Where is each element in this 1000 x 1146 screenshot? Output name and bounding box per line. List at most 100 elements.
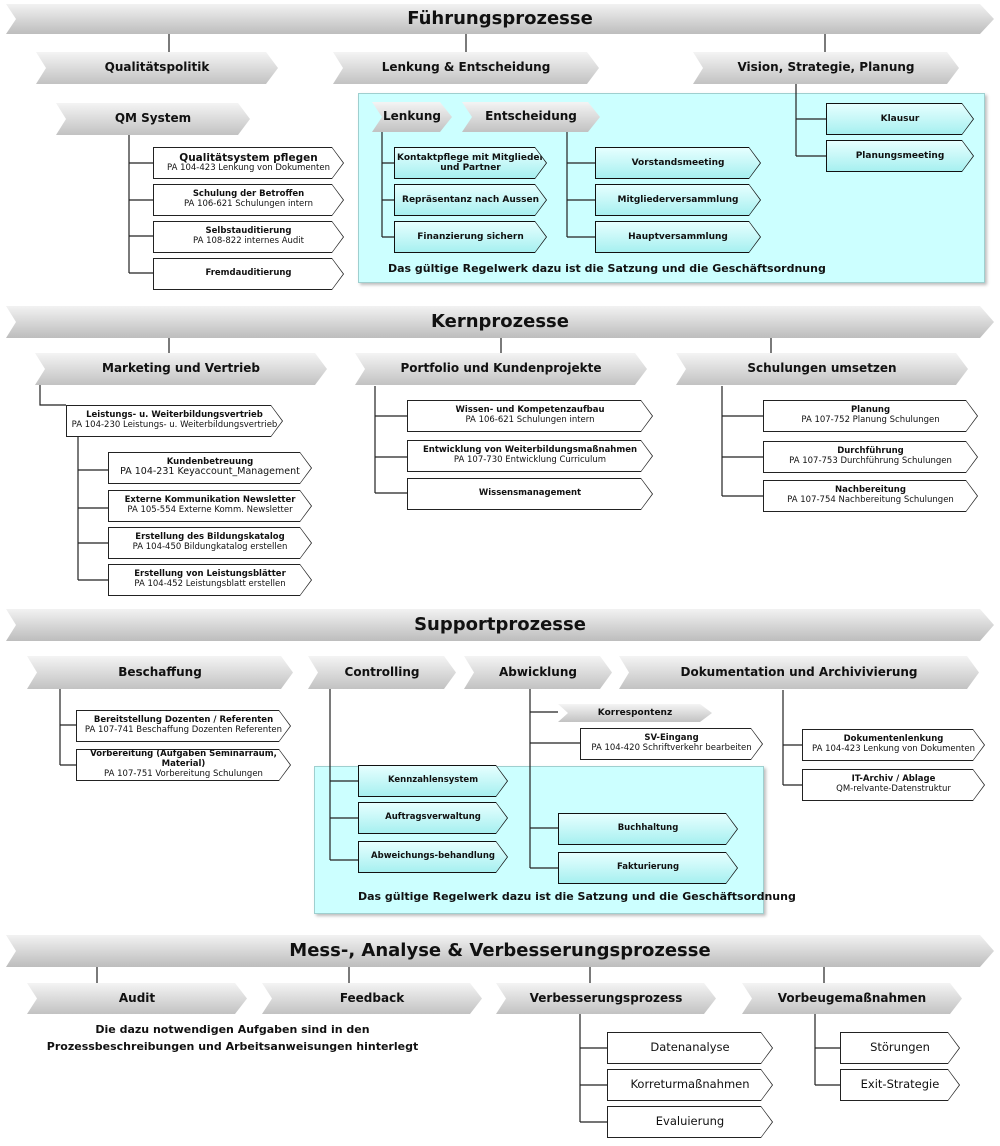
doku-item-2-sub: QM-relvante-Datenstruktur — [836, 784, 951, 794]
leistung-title: Leistungs- u. Weiterbildungsvertrieb — [86, 410, 263, 421]
beschaffung-item-2-sub: PA 107-751 Vorbereitung Schulungen — [104, 768, 263, 779]
leistung-box: Leistungs- u. Weiterbildungsvertrieb PA … — [66, 405, 283, 437]
mess-title: Mess-, Analyse & Verbesserungsprozesse — [289, 939, 711, 961]
entscheidung-chevron: Entscheidung — [462, 102, 600, 132]
controlling-label: Controlling — [344, 664, 420, 679]
lenkung-item-3-label: Finanzierung sichern — [417, 231, 524, 242]
entscheidung-item-3-label: Hauptversammlung — [628, 231, 728, 242]
qm-item-1: Qualitätsystem pflegen PA 104-423 Lenkun… — [153, 147, 344, 179]
schulungen-item-1-title: Planung — [850, 405, 891, 416]
sv-eingang-title: SV-Eingang — [644, 733, 699, 744]
qm-item-4-title: Fremdauditierung — [205, 268, 292, 279]
mess-banner: Mess-, Analyse & Verbesserungsprozesse — [6, 935, 994, 967]
verbesserung-chevron: Verbesserungsprozess — [496, 983, 716, 1014]
vision-item-2-label: Planungsmeeting — [855, 150, 945, 161]
verbesserung-item-3-label: Evaluierung — [655, 1114, 725, 1129]
portfolio-label: Portfolio und Kundenprojekte — [400, 361, 602, 376]
doku-item-1-title: Dokumentenlenkung — [843, 734, 944, 745]
schulungen-item-2-title: Durchführung — [837, 446, 904, 457]
doku-item-1-sub: PA 104-423 Lenkung von Dokumenten — [811, 744, 975, 754]
vorbeuge-item-2-label: Exit-Strategie — [860, 1077, 940, 1092]
marketing-item-4-sub: PA 104-452 Leistungsblatt erstellen — [134, 579, 286, 589]
lenkung-entscheidung-label: Lenkung & Entscheidung — [381, 60, 551, 75]
audit-label: Audit — [118, 990, 156, 1005]
marketing-item-1: Kundenbetreuung PA 104-231 Keyaccount_Ma… — [108, 452, 312, 484]
portfolio-item-1: Wissen- und Kompetenzaufbau PA 106-621 S… — [407, 400, 653, 432]
lenkung-item-1: Kontaktpflege mit Mitglieder und Partner — [394, 147, 547, 179]
dokumentation-chevron: Dokumentation und Archivivierung — [619, 656, 979, 689]
lenkung-item-2-label: Repräsentanz nach Aussen — [402, 194, 539, 205]
schulungen-item-2-sub: PA 107-753 Durchführung Schulungen — [789, 456, 952, 466]
leistung-sub: PA 104-230 Leistungs- u. Weiterbildungsv… — [71, 420, 278, 430]
qm-item-2-sub: PA 106-621 Schulungen intern — [183, 199, 314, 209]
verbesserung-item-3: Evaluierung — [607, 1106, 773, 1138]
qm-system-label: QM System — [114, 111, 192, 126]
vision-item-2: Planungsmeeting — [826, 140, 974, 172]
controlling-item-3: Abweichungs-behandlung — [358, 841, 508, 873]
qm-item-3-title: Selbstauditierung — [205, 226, 292, 237]
beschaffung-item-2-title: Vorbereitung (Aufgaben Seminarraum, Mate… — [90, 749, 277, 770]
schulungen-item-1-sub: PA 107-752 Planung Schulungen — [801, 415, 940, 425]
mess-note: Die dazu notwendigen Aufgaben sind in de… — [40, 1022, 425, 1055]
entscheidung-item-2: Mitgliederversammlung — [595, 184, 761, 216]
support-title: Supportprozesse — [414, 613, 586, 635]
feedback-label: Feedback — [339, 990, 405, 1005]
feedback-chevron: Feedback — [262, 983, 482, 1014]
marketing-item-3-sub: PA 104-450 Bildungkatalog erstellen — [132, 542, 288, 552]
schulungen-chevron: Schulungen umsetzen — [676, 353, 968, 385]
portfolio-item-1-sub: PA 106-621 Schulungen intern — [465, 415, 595, 425]
fuehrung-banner: Führungsprozesse — [6, 4, 994, 34]
portfolio-item-3: Wissensmanagement — [407, 478, 653, 510]
beschaffung-item-1-sub: PA 107-741 Beschaffung Dozenten Referent… — [84, 725, 283, 735]
abwicklung-label: Abwicklung — [499, 664, 577, 679]
qualitaetspolitik-chevron: Qualitätspolitik — [36, 52, 278, 84]
entscheidung-item-1-label: Vorstandsmeeting — [631, 157, 725, 168]
beschaffung-label: Beschaffung — [118, 664, 202, 679]
korrespontenz-chevron: Korrespontenz — [558, 704, 712, 722]
vision-label: Vision, Strategie, Planung — [737, 60, 915, 75]
kern-banner: Kernprozesse — [6, 306, 994, 338]
mess-note-line-1: Die dazu notwendigen Aufgaben sind in de… — [95, 1023, 370, 1036]
controlling-item-1-label: Kennzahlensystem — [387, 775, 479, 786]
dokumentation-label: Dokumentation und Archivivierung — [680, 664, 918, 679]
support-note: Das gültige Regelwerk dazu ist die Satzu… — [358, 890, 796, 903]
mess-note-line-2: Prozessbeschreibungen und Arbeitsanweisu… — [46, 1039, 419, 1053]
portfolio-item-2-title: Entwicklung von Weiterbildungsmaßnahmen — [422, 445, 638, 456]
entscheidung-item-2-label: Mitgliederversammlung — [617, 194, 739, 205]
schulungen-label: Schulungen umsetzen — [747, 361, 897, 376]
abwicklung-item-2-label: Fakturierung — [616, 862, 680, 873]
qualitaetspolitik-label: Qualitätspolitik — [104, 60, 210, 75]
marketing-item-3: Erstellung des Bildungskatalog PA 104-45… — [108, 527, 312, 559]
controlling-item-3-label: Abweichungs-behandlung — [371, 851, 495, 862]
qm-item-2: Schulung der Betroffen PA 106-621 Schulu… — [153, 184, 344, 216]
controlling-item-1: Kennzahlensystem — [358, 765, 508, 797]
vision-item-1: Klausur — [826, 103, 974, 135]
marketing-chevron: Marketing und Vertrieb — [35, 353, 327, 385]
abwicklung-item-1-label: Buchhaltung — [617, 823, 679, 834]
fuehrung-title: Führungsprozesse — [407, 7, 593, 29]
schulungen-item-3-title: Nachbereitung — [835, 485, 906, 496]
entscheidung-label: Entscheidung — [485, 109, 577, 124]
verbesserung-item-2: Korreturmaßnahmen — [607, 1069, 773, 1101]
qm-item-2-title: Schulung der Betroffen — [192, 189, 305, 200]
qm-system-chevron: QM System — [56, 103, 250, 135]
portfolio-chevron: Portfolio und Kundenprojekte — [355, 353, 647, 385]
vorbeuge-item-1-label: Störungen — [870, 1040, 930, 1055]
vorbeuge-chevron: Vorbeugemaßnahmen — [742, 983, 962, 1014]
controlling-item-2: Auftragsverwaltung — [358, 802, 508, 834]
qm-item-1-title: Qualitätsystem pflegen — [179, 152, 318, 165]
verbesserung-item-1: Datenanalyse — [607, 1032, 773, 1064]
abwicklung-chevron: Abwicklung — [464, 656, 612, 689]
qm-item-4: Fremdauditierung — [153, 258, 344, 290]
marketing-item-4: Erstellung von Leistungsblätter PA 104-4… — [108, 564, 312, 596]
schulungen-item-1: Planung PA 107-752 Planung Schulungen — [763, 400, 978, 432]
marketing-item-2-title: Externe Kommunikation Newsletter — [124, 495, 296, 506]
portfolio-item-2-sub: PA 107-730 Entwicklung Curriculum — [453, 455, 607, 465]
marketing-item-2: Externe Kommunikation Newsletter PA 105-… — [108, 490, 312, 522]
vorbeuge-label: Vorbeugemaßnahmen — [777, 990, 927, 1005]
marketing-item-3-title: Erstellung des Bildungskatalog — [135, 532, 285, 543]
vision-chevron: Vision, Strategie, Planung — [693, 52, 959, 84]
marketing-item-1-sub: PA 104-231 Keyaccount_Management — [120, 466, 300, 478]
portfolio-item-3-title: Wissensmanagement — [478, 488, 582, 499]
